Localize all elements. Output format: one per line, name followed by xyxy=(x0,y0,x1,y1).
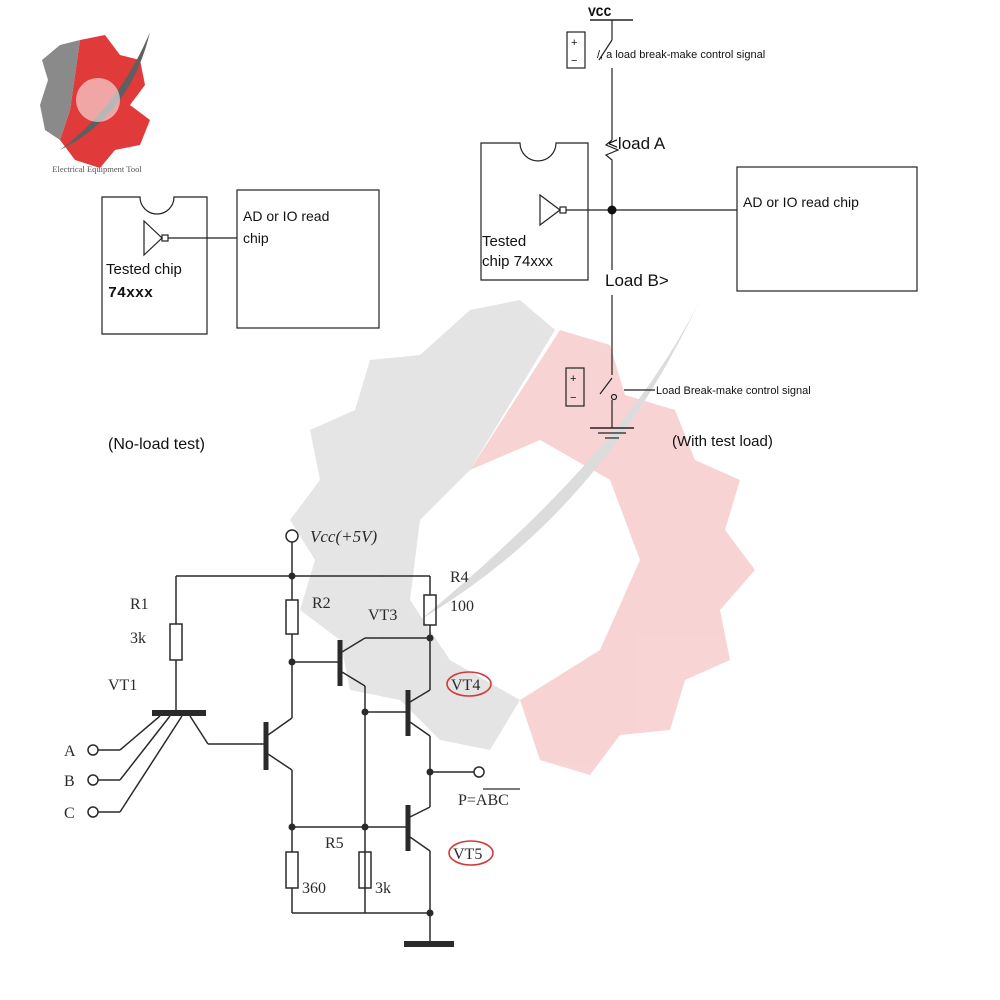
vt4-label: VT4 xyxy=(451,677,480,694)
output-label: P=ABC xyxy=(458,792,509,809)
with-load-diagram xyxy=(480,19,918,439)
with-load-caption: (With test load) xyxy=(672,433,773,450)
tested-chip-body xyxy=(101,196,208,335)
input-c-label: C xyxy=(64,805,75,822)
junction-dot xyxy=(607,205,617,215)
load-a-label: <load A xyxy=(608,134,666,153)
ttl-junctions xyxy=(288,572,434,917)
no-load-reader-label-2: chip xyxy=(243,230,269,246)
vt5-label: VT5 xyxy=(453,846,482,863)
vcc-label: VCC xyxy=(588,5,612,20)
bottom-battery-minus: − xyxy=(570,392,576,404)
no-load-diagram xyxy=(101,189,380,335)
input-b-label: B xyxy=(64,773,75,790)
input-a-terminal xyxy=(87,744,99,756)
bottom-switch xyxy=(599,377,613,395)
r-360-value: 360 xyxy=(302,880,326,897)
r4-value: 100 xyxy=(450,598,474,615)
bottom-battery-plus: + xyxy=(570,373,576,385)
top-battery xyxy=(566,31,586,69)
with-load-chip-label-1: Tested xyxy=(482,233,526,250)
r2-resistor xyxy=(285,599,299,635)
top-switch xyxy=(598,39,613,61)
watermark-logo xyxy=(290,300,755,775)
r1-label: R1 xyxy=(130,596,149,613)
output-terminal xyxy=(473,766,485,778)
reader-chip-box-2 xyxy=(736,166,918,292)
logo-caption: Electrical Equipment Tool xyxy=(52,164,142,174)
r-360-resistor xyxy=(285,851,299,889)
r5-label: R5 xyxy=(325,835,344,852)
no-load-chip-label: Tested chip xyxy=(106,261,182,278)
with-load-reader-label: AD or IO read chip xyxy=(743,194,859,210)
vt5-highlight xyxy=(448,840,494,866)
inverter-symbol xyxy=(143,219,163,257)
brand-logo: Electrical Equipment Tool xyxy=(40,32,150,174)
tested-chip-74xxx xyxy=(480,142,589,281)
input-b-terminal xyxy=(87,774,99,786)
r2-label: R2 xyxy=(312,595,331,612)
input-a-label: A xyxy=(64,743,76,760)
top-battery-plus: + xyxy=(571,37,577,49)
no-load-chip-part: 74xxx xyxy=(108,285,153,302)
bottom-battery xyxy=(565,367,585,407)
input-c-terminal xyxy=(87,806,99,818)
r1-resistor xyxy=(169,623,183,661)
r5-value: 3k xyxy=(375,880,391,897)
load-b-label: Load B> xyxy=(605,271,669,290)
r4-label: R4 xyxy=(450,569,469,586)
r5-resistor xyxy=(358,851,372,889)
vcc-terminal xyxy=(285,529,299,543)
vt3-label: VT3 xyxy=(368,607,397,624)
ttl-schematic xyxy=(87,529,485,947)
vt4-highlight xyxy=(446,671,492,697)
top-control-signal: /, a load break-make control signal xyxy=(597,49,765,61)
vcc-5v-label: Vcc(+5V) xyxy=(310,527,377,546)
reader-chip-box xyxy=(236,189,380,329)
no-load-reader-label-1: AD or IO read xyxy=(243,208,329,224)
with-load-chip-label-2: chip 74xxx xyxy=(482,253,553,270)
bottom-control-signal: Load Break-make control signal xyxy=(656,385,811,397)
load-a-resistor xyxy=(604,139,620,210)
vt1-label: VT1 xyxy=(108,677,137,694)
no-load-caption: (No-load test) xyxy=(108,436,205,453)
top-battery-minus: − xyxy=(571,55,577,67)
r1-value: 3k xyxy=(130,630,146,647)
